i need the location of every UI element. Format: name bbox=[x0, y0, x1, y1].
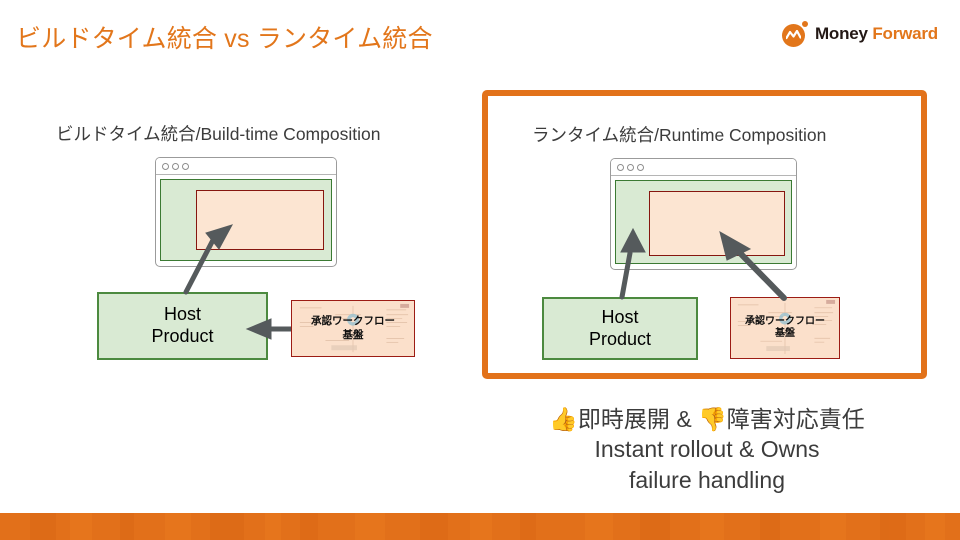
browser-embedded-region bbox=[196, 190, 324, 250]
panel-runtime-content: ランタイム統合/Runtime Composition Host Product bbox=[482, 90, 927, 379]
window-dot-icon bbox=[617, 163, 624, 171]
caption-line-2: Instant rollout & Owns bbox=[594, 436, 820, 463]
money-forward-mark-icon bbox=[781, 21, 808, 47]
workflow-card-line-2: 基盤 bbox=[342, 328, 364, 341]
host-product-line-1: Host bbox=[601, 306, 639, 327]
browser-embedded-region bbox=[649, 191, 785, 256]
window-dot-icon bbox=[162, 162, 169, 170]
workflow-card-label: 承認ワークフロー 基盤 bbox=[731, 298, 839, 358]
host-product-line-1: Host bbox=[163, 304, 201, 325]
workflow-card-line-1: 承認ワークフロー bbox=[311, 315, 395, 328]
logo-wordmark: Money Forward bbox=[815, 24, 938, 44]
browser-mockup-runtime bbox=[610, 158, 797, 270]
panel-runtime-title: ランタイム統合/Runtime Composition bbox=[532, 125, 827, 145]
window-dot-icon bbox=[637, 163, 644, 171]
page-title: ビルドタイム統合 vs ランタイム統合 bbox=[16, 25, 433, 53]
workflow-card-thumbnail bbox=[731, 298, 838, 358]
footer-bar bbox=[0, 513, 960, 540]
money-forward-logo: Money Forward bbox=[781, 21, 938, 47]
window-dot-icon bbox=[627, 163, 634, 171]
browser-host-region bbox=[615, 180, 792, 264]
browser-mockup-build-time bbox=[155, 157, 337, 267]
logo-word-money: Money bbox=[814, 24, 868, 43]
panel-build-time-title: ビルドタイム統合/Build-time Composition bbox=[56, 124, 381, 144]
workflow-card-label: 承認ワークフロー 基盤 bbox=[292, 301, 414, 356]
browser-title-bar bbox=[611, 159, 796, 176]
host-product-box-build-time: Host Product bbox=[97, 292, 268, 360]
caption-block: 👍即時展開 & 👎障害対応責任 Instant rollout & Owns f… bbox=[482, 404, 932, 495]
host-product-box-runtime: Host Product bbox=[542, 297, 698, 360]
caption-line-1: 👍即時展開 & 👎障害対応責任 bbox=[549, 406, 865, 432]
footer-bar-texture bbox=[0, 513, 960, 540]
browser-host-region bbox=[160, 179, 332, 261]
workflow-card-line-1: 承認ワークフロー bbox=[745, 315, 825, 327]
logo-word-forward: Forward bbox=[872, 24, 938, 43]
workflow-card-runtime: 承認ワークフロー 基盤 bbox=[730, 297, 840, 359]
host-product-line-2: Product bbox=[151, 326, 214, 346]
workflow-card-thumbnail bbox=[293, 302, 413, 356]
logo-dot-shape bbox=[801, 21, 808, 27]
browser-title-bar bbox=[156, 158, 336, 175]
workflow-card-line-2: 基盤 bbox=[775, 328, 795, 339]
host-product-line-2: Product bbox=[588, 328, 652, 349]
caption-line-3: failure handling bbox=[628, 466, 785, 493]
window-dot-icon bbox=[172, 162, 179, 170]
workflow-card-build-time: 承認ワークフロー 基盤 bbox=[291, 300, 415, 357]
panel-build-time: ビルドタイム統合/Build-time Composition Host Pro… bbox=[0, 0, 470, 400]
window-dot-icon bbox=[182, 162, 189, 170]
logo-wave-glyph-icon bbox=[785, 30, 801, 40]
